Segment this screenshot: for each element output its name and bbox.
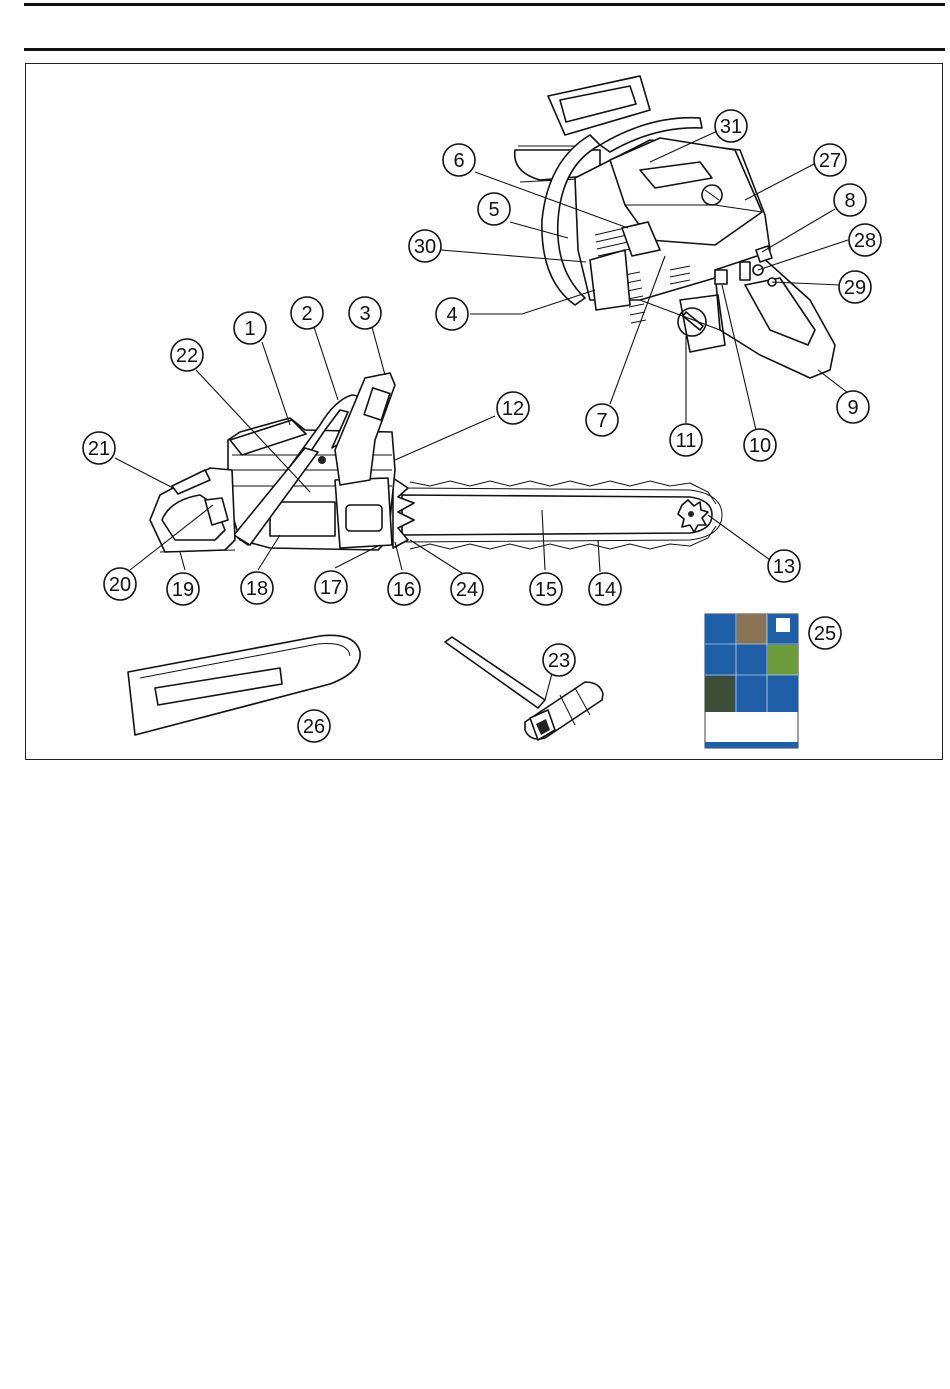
callout-6: 6	[443, 144, 475, 176]
callout-10: 10	[744, 429, 776, 461]
callout-5: 5	[478, 193, 510, 225]
callout-26: 26	[298, 710, 330, 742]
callout-30-label: 30	[414, 236, 436, 258]
callout-25-label: 25	[814, 623, 836, 645]
callout-26-label: 26	[303, 716, 325, 738]
callout-23-label: 23	[548, 650, 570, 672]
callout-9-label: 9	[847, 397, 858, 419]
callout-18-label: 18	[246, 578, 268, 600]
callout-24-label: 24	[456, 579, 478, 601]
callout-29-label: 29	[844, 277, 866, 299]
callout-3: 3	[349, 297, 381, 329]
callout-31-label: 31	[720, 116, 742, 138]
callout-1: 1	[234, 312, 266, 344]
callout-22-label: 22	[176, 345, 198, 367]
callout-18: 18	[241, 572, 273, 604]
callout-19: 19	[167, 573, 199, 605]
callout-10-label: 10	[749, 435, 771, 457]
operators-manual-illustration	[705, 614, 798, 748]
callout-11: 11	[670, 424, 702, 456]
callout-12: 12	[497, 392, 529, 424]
callout-17-label: 17	[320, 577, 342, 599]
callout-16: 16	[388, 573, 420, 605]
callout-5-label: 5	[488, 199, 499, 221]
callout-8: 8	[834, 184, 866, 216]
callout-11-label: 11	[676, 430, 697, 452]
callout-29: 29	[839, 271, 871, 303]
combination-spanner-illustration	[445, 637, 603, 740]
callout-2-label: 2	[301, 303, 312, 325]
callout-15-label: 15	[535, 579, 557, 601]
chainsaw-side-illustration	[150, 373, 722, 552]
callout-2: 2	[291, 297, 323, 329]
callout-4-label: 4	[446, 304, 457, 326]
callout-15: 15	[530, 573, 562, 605]
callout-14-label: 14	[594, 579, 616, 601]
callout-12-label: 12	[502, 398, 524, 420]
callout-20-label: 20	[109, 574, 131, 596]
callout-17: 17	[315, 571, 347, 603]
chainsaw-top-illustration	[515, 76, 835, 378]
callout-27-label: 27	[819, 150, 841, 172]
callout-30: 30	[409, 230, 441, 262]
callout-24: 24	[451, 573, 483, 605]
callout-21-label: 21	[88, 438, 110, 460]
callout-28-label: 28	[854, 230, 876, 252]
callout-9: 9	[837, 391, 869, 423]
callout-16-label: 16	[393, 579, 415, 601]
callout-13-label: 13	[773, 556, 795, 578]
callout-7-label: 7	[596, 410, 607, 432]
callout-14: 14	[589, 573, 621, 605]
callout-7: 7	[586, 404, 618, 436]
callout-6-label: 6	[453, 150, 464, 172]
callout-31: 31	[715, 110, 747, 142]
callout-1-label: 1	[244, 318, 255, 340]
callout-25: 25	[809, 617, 841, 649]
callout-23: 23	[543, 644, 575, 676]
callout-3-label: 3	[359, 303, 370, 325]
callout-28: 28	[849, 224, 881, 256]
callout-22: 22	[171, 339, 203, 371]
callout-4: 4	[436, 298, 468, 330]
callout-20: 20	[104, 568, 136, 600]
callout-27: 27	[814, 144, 846, 176]
callout-21: 21	[83, 432, 115, 464]
callout-8-label: 8	[844, 190, 855, 212]
callout-19-label: 19	[172, 579, 194, 601]
callout-13: 13	[768, 550, 800, 582]
